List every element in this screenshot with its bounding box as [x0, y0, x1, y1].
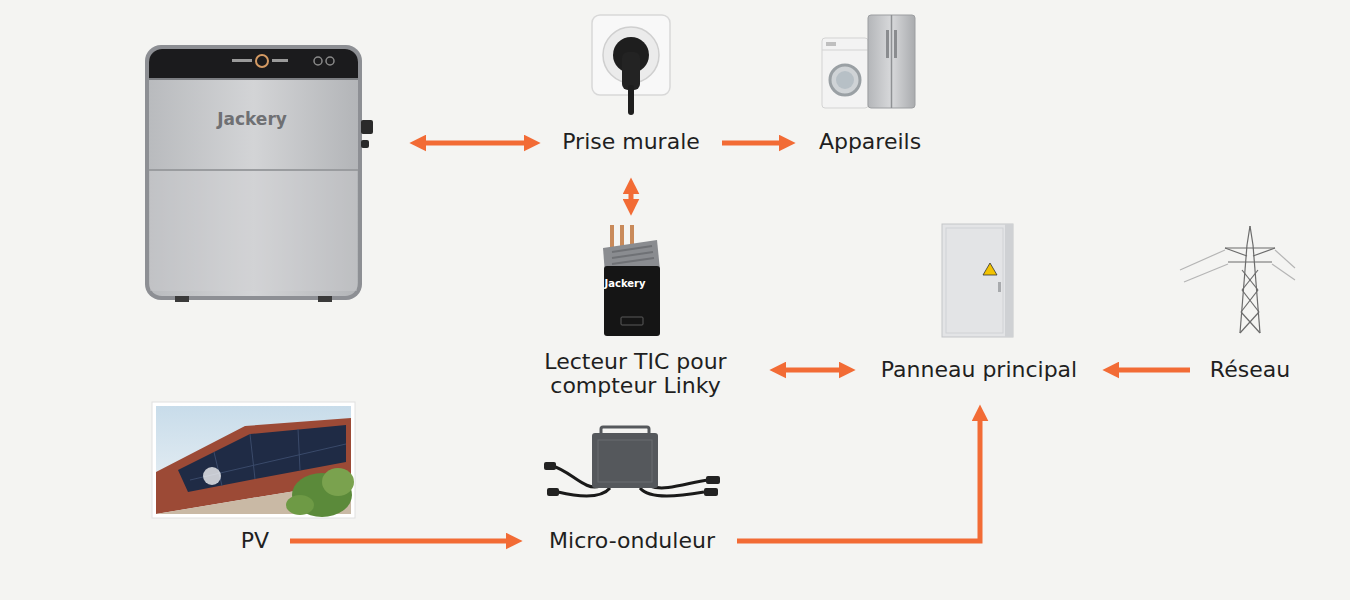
flow-arrow: [780, 368, 845, 373]
node-label: Réseau: [1195, 357, 1305, 383]
pv-array: PV: [230, 527, 280, 555]
node-label: Panneau principal: [862, 357, 1096, 383]
pylon-illustration: [1180, 226, 1295, 333]
flow-arrow: [1113, 368, 1190, 373]
appliances-illustration: [822, 15, 915, 108]
flow-arrow: [629, 188, 634, 205]
brand-logo: Jackery: [585, 277, 665, 291]
node-label: Prise murale: [548, 129, 714, 155]
appliances: Appareils: [805, 12, 935, 158]
node-label: Lecteur TIC pour compteur Linky: [528, 350, 743, 398]
pv-photo-illustration: [152, 402, 355, 518]
wall-socket-illustration: [592, 15, 670, 112]
main-panel: Panneau principal: [862, 218, 1096, 386]
flow-arrow: [420, 141, 530, 146]
node-label: PV: [230, 528, 280, 554]
flow-arrow: [737, 415, 980, 541]
grid: Réseau: [1195, 218, 1305, 386]
cabinet-illustration: [942, 224, 1013, 337]
node-label: Micro-onduleur: [534, 528, 730, 554]
wall-outlet: Prise murale: [548, 12, 714, 158]
battery-illustration: [145, 45, 373, 302]
micro-inverter: Micro-onduleur: [534, 420, 730, 556]
battery-unit: Jackery: [142, 42, 362, 304]
node-label: Appareils: [805, 129, 935, 155]
tic-reader: JackeryLecteur TIC pour compteur Linky: [528, 222, 743, 400]
brand-logo: Jackery: [142, 108, 362, 130]
microinverter-illustration: [544, 427, 720, 496]
flow-arrow: [290, 539, 512, 544]
flow-arrow: [722, 141, 785, 146]
